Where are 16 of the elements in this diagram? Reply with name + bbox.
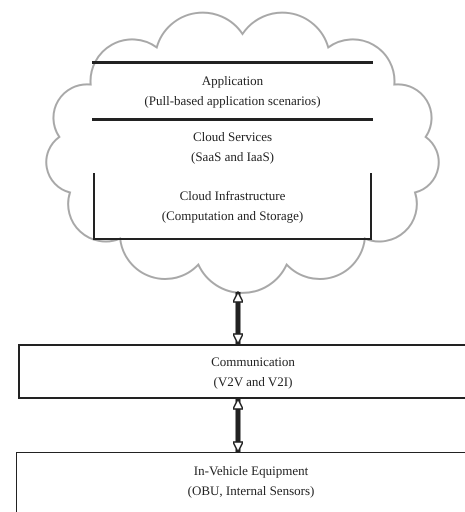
layer-box: [93, 173, 372, 240]
layer-box: [18, 344, 465, 399]
double-arrow: [232, 291, 244, 345]
double-arrow: [232, 398, 244, 453]
layer-description: (V2V and V2I): [212, 372, 294, 391]
layer-title: Application: [200, 72, 264, 90]
layer-description: (OBU, Internal Sensors): [186, 482, 316, 500]
layer-title: In-Vehicle Equipment: [192, 462, 310, 480]
layer-title: Cloud Infrastructure: [178, 186, 286, 204]
layer-description: (Pull-based application scenarios): [143, 92, 322, 110]
layer-box: [16, 452, 465, 512]
layer-box: [92, 61, 373, 121]
layer-title: Cloud Services: [192, 128, 274, 146]
layer-description: (SaaS and IaaS): [190, 148, 276, 166]
layer-title: Communication: [210, 352, 296, 370]
layer-description: (Computation and Storage): [160, 206, 304, 225]
